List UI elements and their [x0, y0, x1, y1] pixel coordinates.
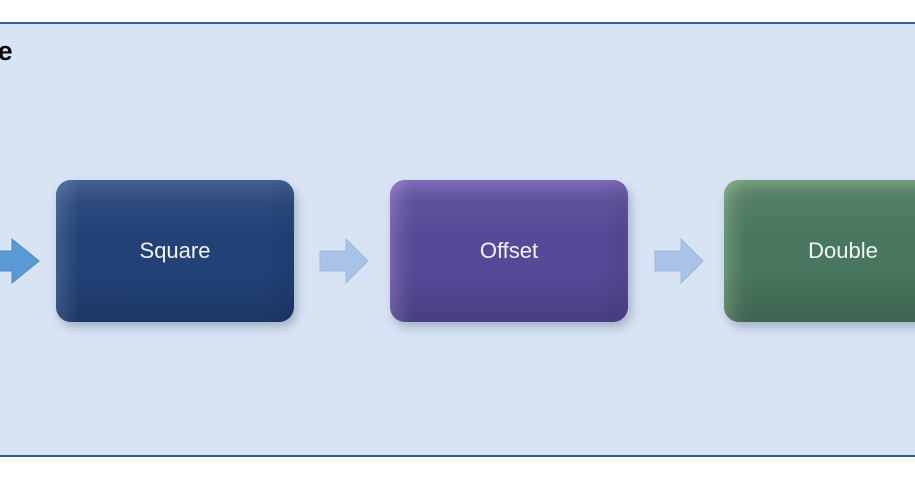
box-drop-shadow — [727, 186, 915, 327]
box-face — [390, 180, 628, 322]
pipeline-node-offset[interactable]: Offset — [390, 180, 631, 327]
box-face — [724, 180, 915, 322]
arrow-right-icon-input — [0, 237, 40, 285]
pipeline-node-label: Offset — [479, 238, 539, 263]
pipeline-node-label: Double — [808, 238, 878, 263]
arrow-right-icon-connector-2 — [653, 235, 705, 287]
pipeline-node-square[interactable]: Square — [56, 180, 297, 327]
slide-canvas: flow Pipeline Square Offset — [0, 22, 915, 457]
pipeline-diagram: Square Offset Double — [0, 24, 915, 455]
box-drop-shadow — [393, 186, 631, 327]
pipeline-node-label: Square — [139, 238, 211, 263]
box-face — [56, 180, 294, 322]
arrow-right-icon-connector-1 — [318, 235, 370, 287]
pipeline-node-double[interactable]: Double — [724, 180, 915, 327]
box-drop-shadow — [59, 186, 297, 327]
page-title: flow Pipeline — [0, 36, 450, 67]
